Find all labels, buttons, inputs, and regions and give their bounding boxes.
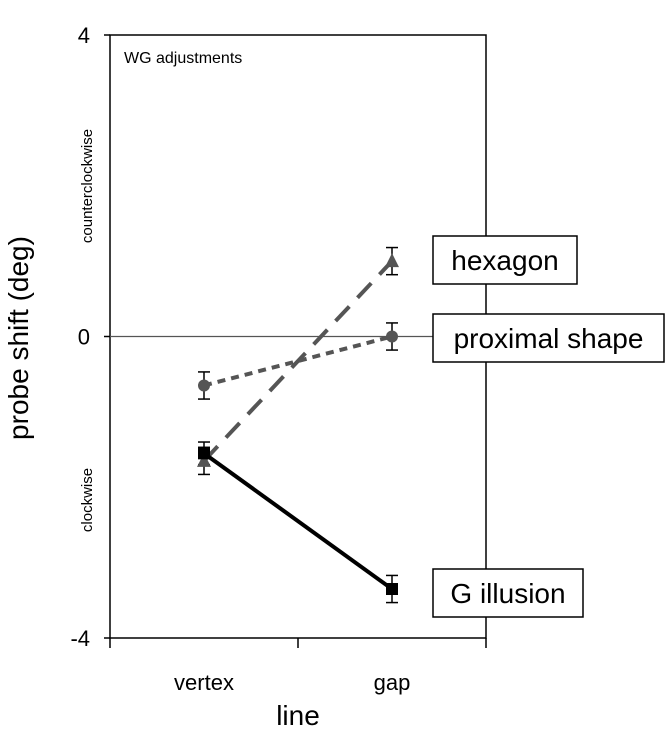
counterclockwise-label: counterclockwise [79, 129, 96, 243]
circle-marker [198, 379, 210, 392]
series-label: hexagon [451, 245, 558, 276]
series-label-box [432, 568, 584, 618]
chart-title: WG adjustments [124, 50, 242, 67]
series-lines [202, 259, 394, 591]
series-markers [197, 253, 399, 596]
square-marker [198, 447, 210, 460]
series-line [202, 259, 394, 463]
x-tick-label: vertex [174, 670, 234, 695]
series-label-box [432, 313, 665, 363]
y-tick-label: -4 [70, 626, 90, 651]
clockwise-label: clockwise [79, 468, 96, 532]
series-line [202, 451, 394, 591]
series-labels: hexagon proximal shape G illusion [432, 235, 665, 618]
circle-marker [386, 330, 398, 343]
y-axis-title: probe shift (deg) [3, 236, 34, 440]
series-label-box [432, 235, 578, 285]
triangle-marker [197, 452, 211, 467]
labels: WG adjustments line probe shift (deg) co… [3, 50, 320, 731]
x-tick-label: gap [374, 670, 411, 695]
square-marker [386, 583, 398, 596]
series-label: G illusion [450, 578, 565, 609]
series-label: proximal shape [454, 323, 644, 354]
x-axis-title: line [276, 700, 320, 731]
error-bars [198, 246, 398, 604]
triangle-marker [385, 253, 399, 268]
y-tick-label: 0 [78, 325, 90, 350]
series-line [203, 334, 393, 388]
y-tick-label: 4 [78, 23, 90, 48]
